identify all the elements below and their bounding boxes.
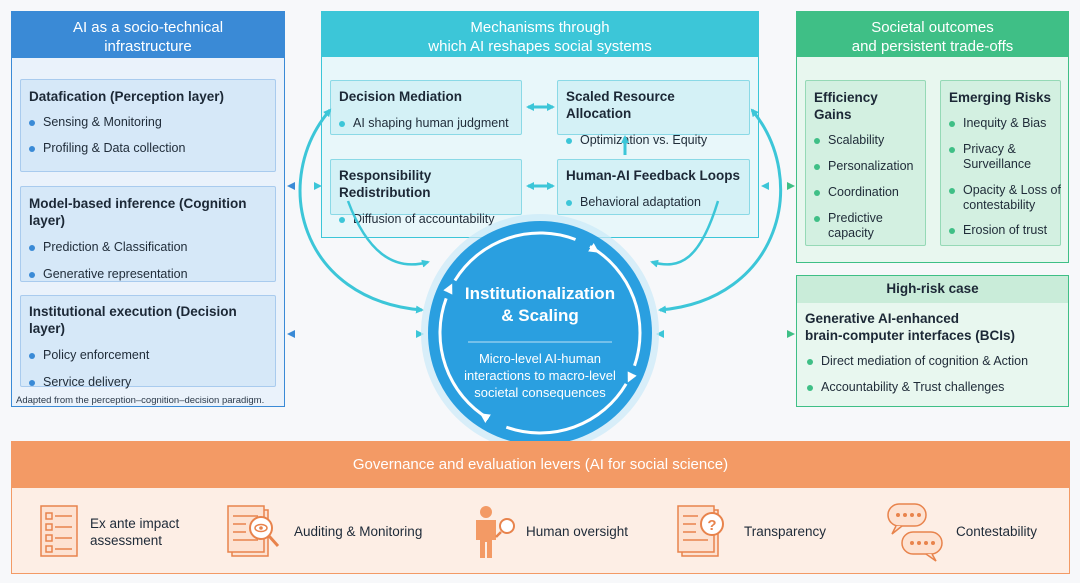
perception-layer-card: Datafication (Perception layer) Sensing …: [20, 79, 276, 172]
mechanisms-panel: Mechanisms through which AI reshapes soc…: [321, 11, 759, 238]
institutionalization-halo: [421, 214, 659, 452]
document-magnifier-icon: [227, 505, 280, 557]
cycle-arrow-bottom: [479, 413, 491, 423]
list-item: Profiling & Data collection: [29, 141, 267, 156]
list-item: Coordination: [814, 185, 917, 200]
mechanisms-panel-header: Mechanisms through which AI reshapes soc…: [322, 12, 758, 57]
list-item: Predictive capacity: [814, 211, 898, 241]
bci-title-line2: brain-computer interfaces (BCIs): [805, 328, 1016, 343]
lever-contestability: Contestability: [886, 502, 1066, 562]
mechanisms-title-line2: which AI reshapes social systems: [428, 38, 652, 55]
lever-label-line2: assessment: [90, 533, 163, 548]
high-risk-header-label: High-risk case: [886, 281, 979, 296]
high-risk-panel: High-risk case Generative AI-enhanced br…: [796, 275, 1069, 407]
outcomes-title-line1: Societal outcomes: [871, 19, 994, 36]
list-item: Optimization vs. Equity: [566, 133, 741, 148]
center-desc-line2: interactions to macro-level: [464, 368, 616, 383]
list-item: Sensing & Monitoring: [29, 115, 267, 130]
feedback-loops-card: Human-AI Feedback Loops Behavioral adapt…: [557, 159, 750, 215]
cognition-layer-card: Model-based inference (Cognition layer) …: [20, 186, 276, 282]
mechanism-title: Decision Mediation: [339, 89, 463, 104]
list-item: Privacy & Surveillance: [949, 142, 1035, 172]
lever-transparency: ? Transparency: [677, 504, 848, 560]
decision-layer-card: Institutional execution (Decision layer)…: [20, 295, 276, 390]
mechanism-title: Responsibility Redistribution: [339, 168, 432, 200]
list-item: Behavioral adaptation: [566, 195, 741, 210]
list-item: Personalization: [814, 159, 917, 174]
list-item: Generative representation: [29, 267, 267, 282]
list-item: Opacity & Loss of contestability: [949, 183, 1063, 213]
bci-title: Generative AI-enhanced brain-computer in…: [805, 310, 1015, 344]
lever-label: Transparency: [744, 524, 827, 539]
list-item: Prediction & Classification: [29, 240, 267, 255]
lever-human-oversight: Human oversight: [470, 504, 660, 560]
list-item: Diffusion of accountability: [339, 212, 513, 227]
decision-mediation-card: Decision Mediation AI shaping human judg…: [330, 80, 522, 135]
list-item: AI shaping human judgment: [339, 116, 513, 131]
responsibility-redistribution-card: Responsibility Redistribution Diffusion …: [330, 159, 522, 226]
institutionalization-circle: [428, 221, 652, 445]
list-item: Policy enforcement: [29, 348, 267, 363]
institutionalization-title: Institutionalization & Scaling: [440, 283, 640, 327]
mechanisms-title-line1: Mechanisms through: [470, 19, 610, 36]
high-risk-header: High-risk case: [797, 276, 1068, 303]
list-item: Scalability: [814, 133, 917, 148]
speech-bubbles-icon: [887, 503, 943, 562]
center-title-line1: Institutionalization: [464, 284, 616, 303]
list-item: Service delivery: [29, 375, 267, 390]
resource-allocation-card: Scaled Resource Allocation Optimization …: [557, 80, 750, 147]
emerging-risks-title: Emerging Risks: [949, 90, 1052, 105]
outcomes-panel: Societal outcomes and persistent trade-o…: [796, 11, 1069, 263]
paradigm-footnote: Adapted from the perception–cognition–de…: [16, 395, 265, 406]
mechanism-title: Scaled Resource Allocation: [566, 89, 675, 121]
outcomes-panel-header: Societal outcomes and persistent trade-o…: [797, 12, 1068, 57]
lever-auditing: Auditing & Monitoring: [227, 504, 448, 560]
efficiency-gains-card: Efficiency Gains Scalability Personaliza…: [805, 80, 926, 246]
lever-ex-ante: Ex ante impact assessment: [40, 504, 220, 560]
institutionalization-description: Micro-level AI-human interactions to mac…: [440, 350, 640, 401]
list-item: Erosion of trust: [949, 223, 1052, 238]
checklist-icon: [40, 505, 78, 557]
cognition-layer-title: Model-based inference (Cognition layer): [29, 196, 247, 228]
efficiency-gains-title: Efficiency Gains: [814, 90, 878, 122]
bci-title-line1: Generative AI-enhanced: [805, 311, 960, 326]
emerging-risks-card: Emerging Risks Inequity & Bias Privacy &…: [940, 80, 1061, 246]
center-title-line2: & Scaling: [501, 306, 579, 325]
infrastructure-panel-header: AI as a socio-technical infrastructure: [12, 12, 284, 58]
decision-layer-title: Institutional execution (Decision layer): [29, 304, 237, 336]
document-question-icon: ?: [677, 505, 724, 557]
infrastructure-title-line2: infrastructure: [104, 38, 192, 55]
list-item: Accountability & Trust challenges: [807, 380, 1028, 395]
infrastructure-title-line1: AI as a socio-technical: [72, 19, 224, 36]
infrastructure-panel: AI as a socio-technical infrastructure D…: [11, 11, 285, 407]
center-desc-line1: Micro-level AI-human: [478, 351, 602, 366]
bci-items: Direct mediation of cognition & Action A…: [807, 354, 1028, 395]
lever-label: Contestability: [956, 524, 1038, 539]
lever-label: Human oversight: [526, 524, 629, 539]
center-desc-line3: societal consequences: [474, 385, 606, 400]
lever-label: Auditing & Monitoring: [294, 524, 423, 539]
svg-text:?: ?: [707, 517, 716, 534]
mechanism-title: Human-AI Feedback Loops: [566, 168, 741, 183]
list-item: Direct mediation of cognition & Action: [807, 354, 1028, 369]
governance-title: Governance and evaluation levers (AI for…: [352, 456, 729, 473]
governance-header: Governance and evaluation levers (AI for…: [12, 442, 1069, 488]
outcomes-title-line2: and persistent trade-offs: [851, 38, 1014, 55]
governance-panel: Governance and evaluation levers (AI for…: [11, 441, 1070, 574]
lever-label: Ex ante impact: [90, 516, 180, 531]
person-magnifier-icon: [476, 506, 515, 558]
perception-layer-title: Datafication (Perception layer): [29, 89, 225, 104]
list-item: Inequity & Bias: [949, 116, 1052, 131]
